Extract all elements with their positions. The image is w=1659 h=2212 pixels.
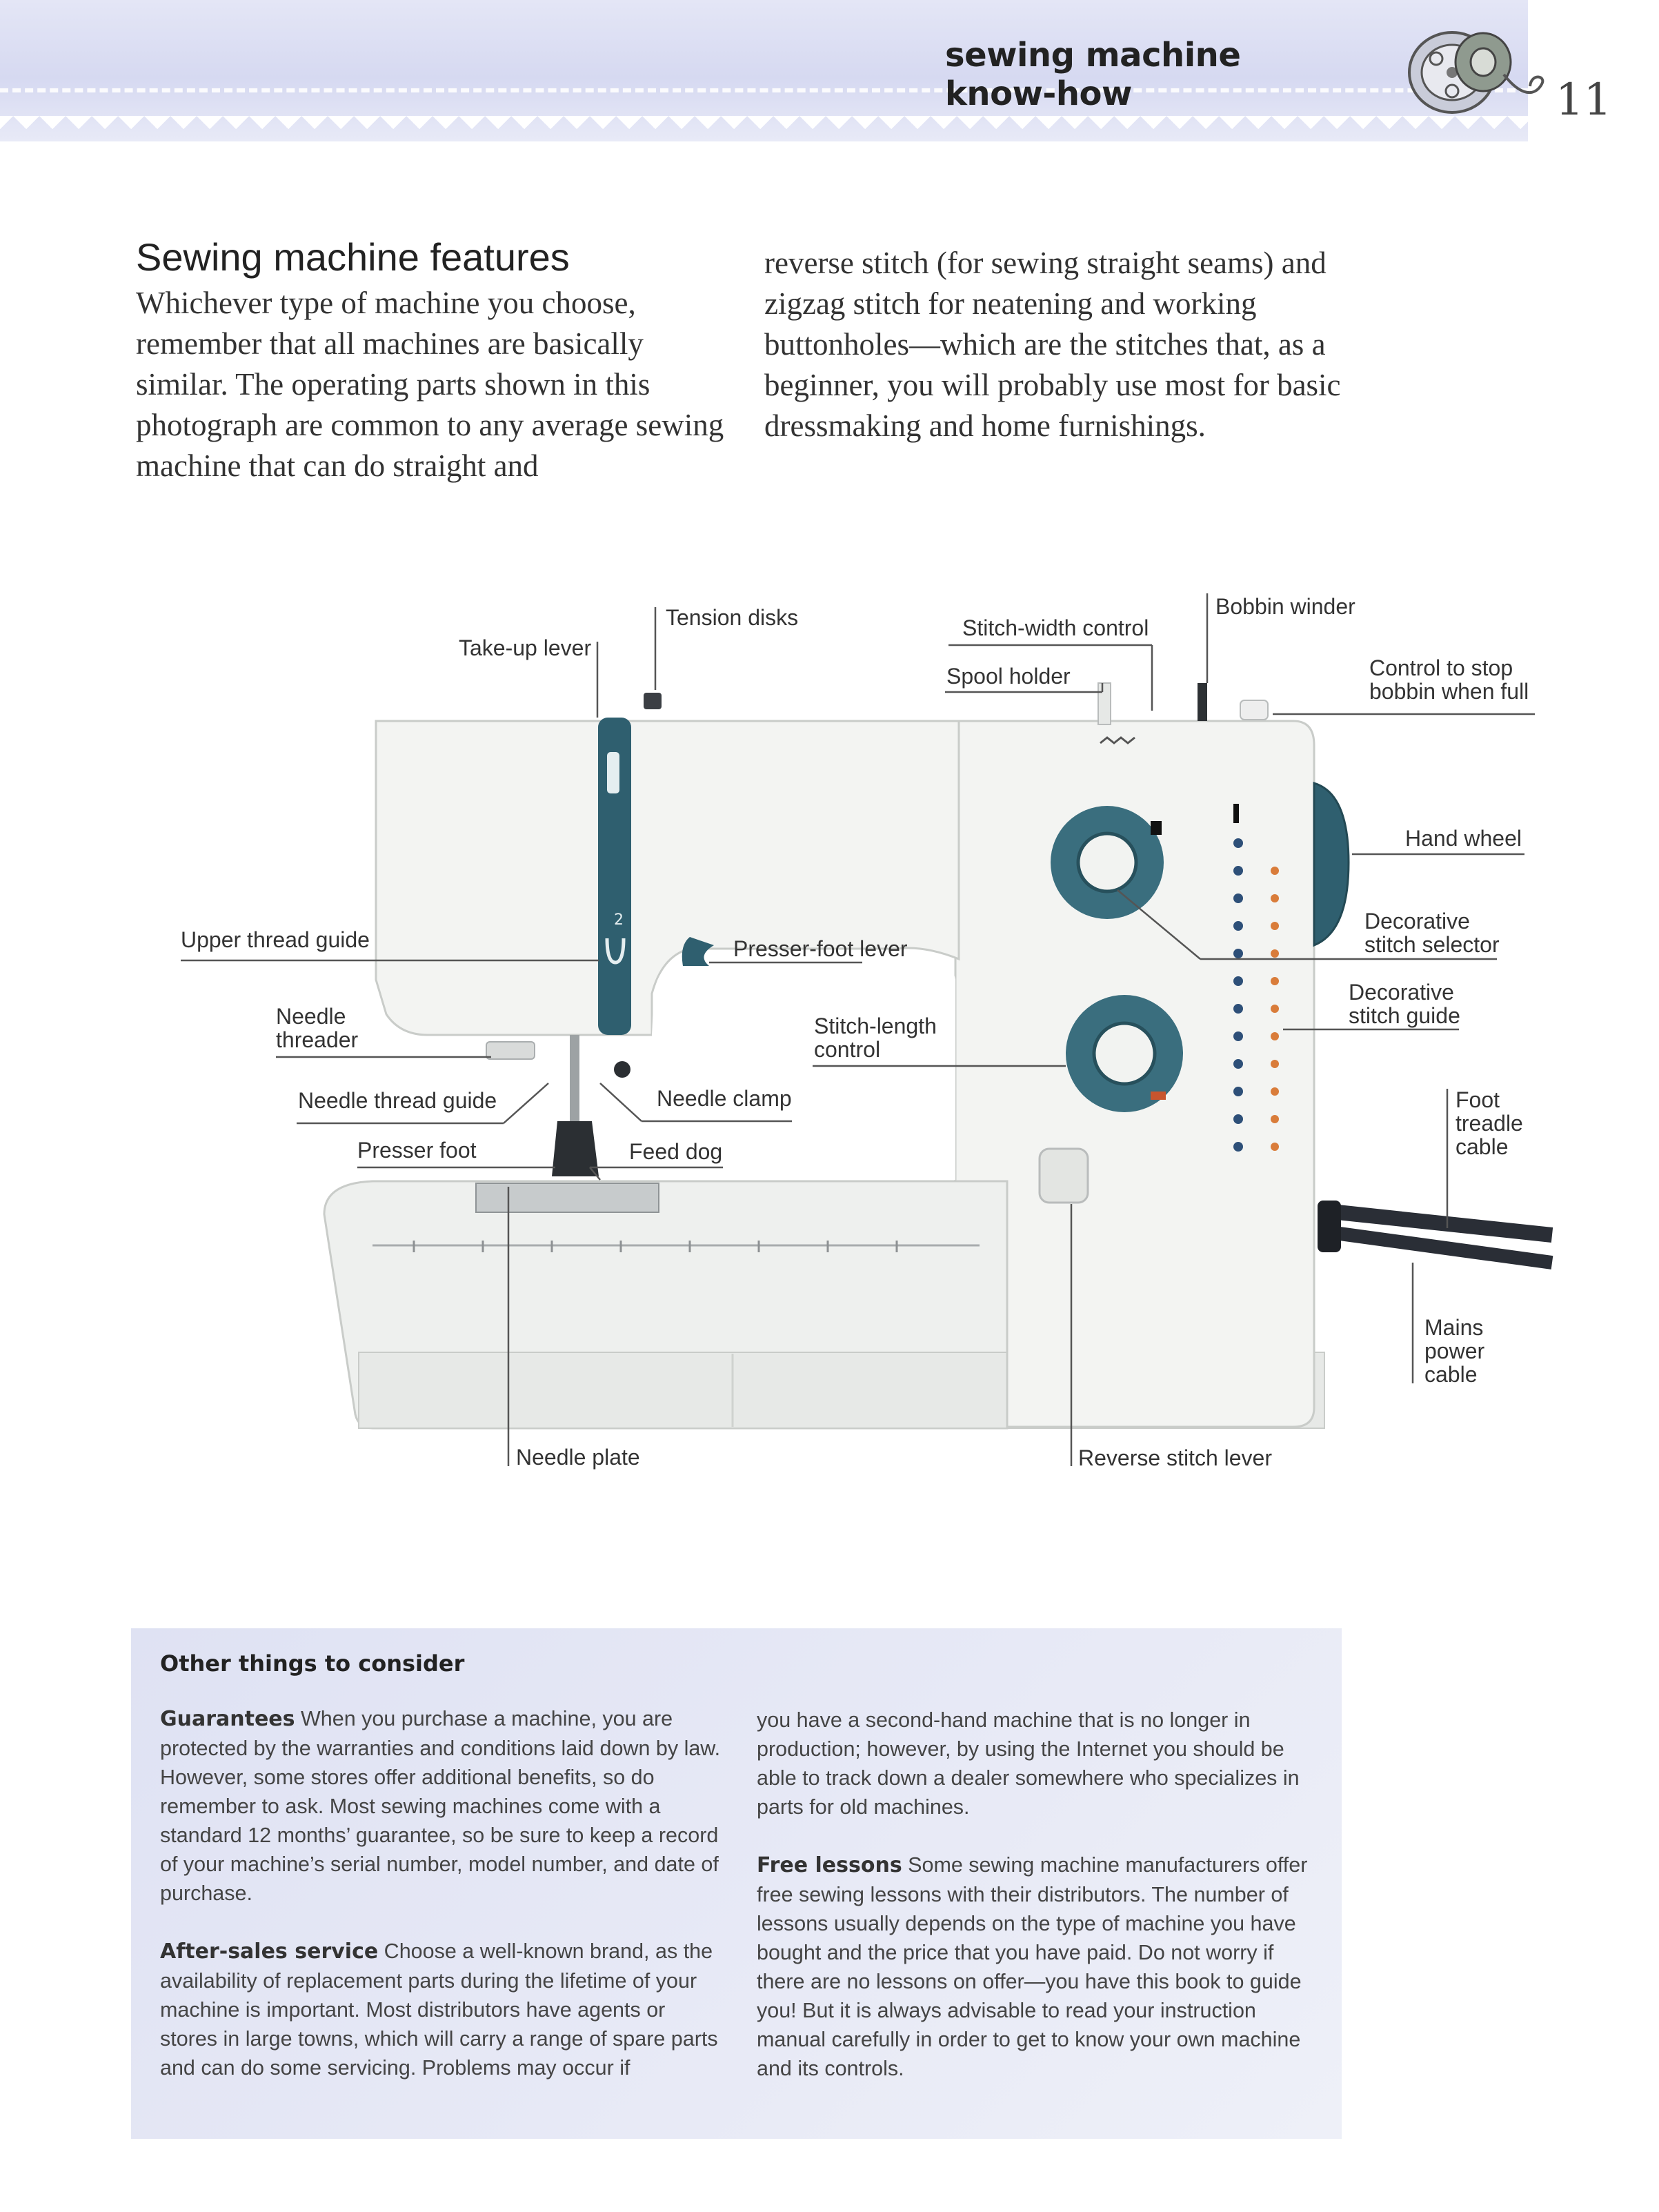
stitch-guide-symbols xyxy=(1233,804,1279,1152)
take-up-lever-slot xyxy=(607,752,619,793)
label-foot-treadle-cable: Foot treadle cable xyxy=(1456,1087,1523,1159)
stitch-length-dial xyxy=(1066,995,1183,1112)
machine-base-plinth xyxy=(358,1352,1325,1429)
spool-holder-pin xyxy=(1097,682,1111,725)
free-lessons-lead: Free lessons xyxy=(757,1853,902,1877)
stitch-selector-dial-center xyxy=(1076,831,1138,893)
label-stitch-width-control: Stitch-width control xyxy=(962,615,1149,640)
label-control-stop-bobbin: Control to stop bobbin when full xyxy=(1369,655,1529,704)
header-band xyxy=(0,0,1528,144)
foot-treadle-cable xyxy=(1323,1225,1553,1270)
free-lessons-paragraph: Free lessons Some sewing machine manufac… xyxy=(757,1850,1322,2083)
hand-wheel xyxy=(1313,781,1350,947)
bobbin-icon xyxy=(1408,31,1544,114)
header-dashed-line xyxy=(0,88,1528,92)
guarantees-text: When you purchase a machine, you are pro… xyxy=(160,1707,721,1905)
free-lessons-text: Some sewing machine manufacturers offer … xyxy=(757,1853,1308,2080)
machine-base xyxy=(323,1180,1009,1430)
reverse-stitch-lever xyxy=(1038,1147,1089,1204)
label-needle-thread-guide: Needle thread guide xyxy=(298,1088,497,1113)
label-tension-disks: Tension disks xyxy=(666,605,799,630)
label-mains-power-cable: Mains power cable xyxy=(1424,1315,1485,1387)
guarantees-lead: Guarantees xyxy=(160,1707,295,1731)
box-title: Other things to consider xyxy=(160,1650,465,1677)
after-sales-text: Choose a well-known brand, as the availa… xyxy=(160,1939,718,2080)
stitch-selector-dial xyxy=(1051,806,1164,919)
continued-paragraph: you have a second-hand machine that is n… xyxy=(757,1708,1300,1819)
label-upper-thread-guide: Upper thread guide xyxy=(181,927,370,952)
stitch-selector-dial-marker xyxy=(1151,821,1162,835)
after-sales-lead: After-sales service xyxy=(160,1939,379,1964)
label-bobbin-winder: Bobbin winder xyxy=(1215,594,1355,619)
teal-front-strip xyxy=(598,718,631,1035)
thread-guide-u xyxy=(605,938,626,965)
stitch-width-zigzag-mark xyxy=(1100,736,1135,744)
section-title: Sewing machine features xyxy=(136,235,570,279)
bed-scale-ticks xyxy=(413,1241,898,1252)
label-decorative-stitch-guide: Decorative stitch guide xyxy=(1349,980,1460,1028)
page-number: 11 xyxy=(1556,75,1612,126)
intro-text-right: reverse stitch (for sewing straight seam… xyxy=(764,246,1341,443)
cable-plug xyxy=(1318,1201,1341,1252)
label-decorative-stitch-selector: Decorative stitch selector xyxy=(1364,909,1500,957)
machine-column xyxy=(954,720,1315,1428)
presser-foot xyxy=(552,1121,599,1176)
other-things-box xyxy=(131,1628,1342,2139)
header-zigzag-edge xyxy=(0,116,1528,144)
label-reverse-stitch-lever: Reverse stitch lever xyxy=(1078,1445,1272,1470)
running-head: sewing machine know-how xyxy=(945,36,1241,113)
needle-clamp-screw xyxy=(614,1061,630,1078)
presser-foot-lever xyxy=(682,937,714,966)
label-presser-foot-lever: Presser-foot lever xyxy=(733,936,908,961)
needle-threader xyxy=(486,1041,535,1060)
label-spool-holder: Spool holder xyxy=(946,664,1071,689)
stitch-length-dial-center xyxy=(1092,1021,1157,1086)
label-needle-plate: Needle plate xyxy=(516,1445,640,1470)
tension-disk-knob xyxy=(644,693,662,709)
after-sales-paragraph: After-sales service Choose a well-known … xyxy=(160,1937,726,2082)
stitch-length-dial-marker xyxy=(1151,1092,1166,1100)
label-presser-foot: Presser foot xyxy=(357,1138,477,1163)
label-needle-clamp: Needle clamp xyxy=(657,1086,792,1111)
label-stitch-length-control: Stitch-length control xyxy=(814,1014,937,1062)
thread-path-number: 2 xyxy=(614,911,624,929)
box-column-left: Guarantees When you purchase a machine, … xyxy=(160,1704,726,2111)
needle-bar xyxy=(570,1035,579,1125)
box-column-right: you have a second-hand machine that is n… xyxy=(757,1706,1322,2112)
label-take-up-lever: Take-up lever xyxy=(459,635,592,660)
bobbin-stop-control xyxy=(1240,700,1269,720)
bobbin-winder-spindle xyxy=(1198,683,1207,721)
guarantees-paragraph: Guarantees When you purchase a machine, … xyxy=(160,1704,726,1908)
label-hand-wheel: Hand wheel xyxy=(1405,826,1522,851)
needle-plate xyxy=(475,1183,659,1213)
label-needle-threader: Needle threader xyxy=(276,1004,359,1052)
label-feed-dog: Feed dog xyxy=(629,1139,723,1164)
intro-text-left: Whichever type of machine you choose, re… xyxy=(136,286,724,483)
machine-arm xyxy=(375,720,960,1036)
mains-power-cable xyxy=(1323,1203,1553,1243)
